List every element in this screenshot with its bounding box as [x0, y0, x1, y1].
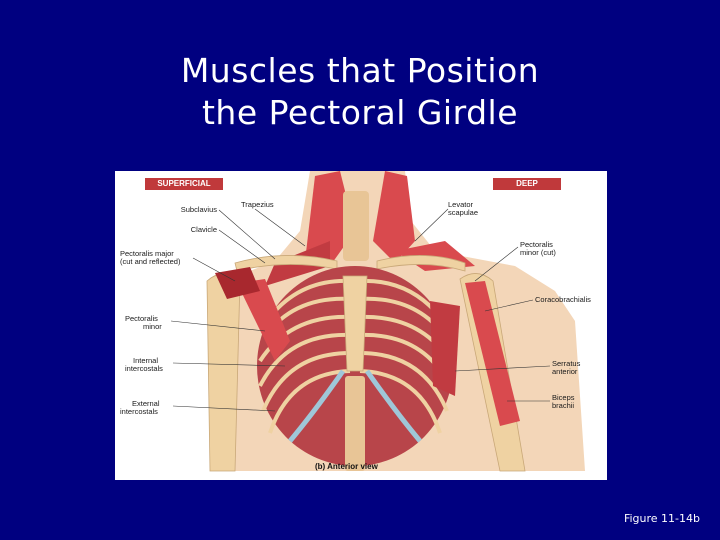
pec-minor-left-shape: [237, 279, 290, 361]
superficial-tag: SUPERFICIAL: [145, 178, 223, 190]
label-pectoralis-minor-right: Pectoralis minor (cut): [520, 240, 556, 257]
label-coracobrachialis: Coracobrachialis: [535, 295, 591, 304]
slide-title-line-1: Muscles that Position: [180, 51, 540, 90]
view-caption: (b) Anterior view: [315, 462, 378, 471]
anatomy-illustration: [206, 171, 585, 472]
label-serratus-anterior: Serratus anterior: [552, 359, 581, 376]
label-biceps-brachii: Biceps brachii: [552, 393, 575, 410]
label-clavicle: Clavicle: [190, 225, 217, 234]
serratus-shape: [430, 301, 460, 396]
figure-reference: Figure 11-14b: [623, 512, 700, 525]
sternum: [342, 275, 368, 372]
lumbar-spine: [345, 376, 365, 471]
neck-muscle-left: [305, 171, 355, 266]
neck-muscle-right: [373, 171, 415, 263]
humerus-left: [206, 273, 241, 472]
slide-title: Muscles that Position the Pectoral Girdl…: [0, 50, 720, 134]
anatomy-figure: SUPERFICIAL DEEP Trapezius Subclavius Cl…: [115, 171, 607, 480]
label-pectoralis-minor-left: Pectoralis minor: [125, 314, 162, 331]
label-trapezius: Trapezius: [241, 200, 274, 209]
slide-title-line-2: the Pectoral Girdle: [201, 93, 519, 132]
cervical-spine: [343, 191, 369, 261]
deep-tag: DEEP: [493, 178, 561, 190]
costal-cartilage: [288, 369, 422, 443]
label-levator-scapulae: Levator scapulae: [448, 200, 479, 217]
biceps-shape: [465, 281, 520, 426]
label-external-intercostals: External intercostals: [120, 399, 160, 416]
label-subclavius: Subclavius: [180, 205, 217, 214]
label-pectoralis-major: Pectoralis major (cut and reflected): [120, 249, 181, 266]
clavicle-right: [376, 255, 466, 272]
label-internal-intercostals: Internal intercostals: [125, 356, 163, 373]
